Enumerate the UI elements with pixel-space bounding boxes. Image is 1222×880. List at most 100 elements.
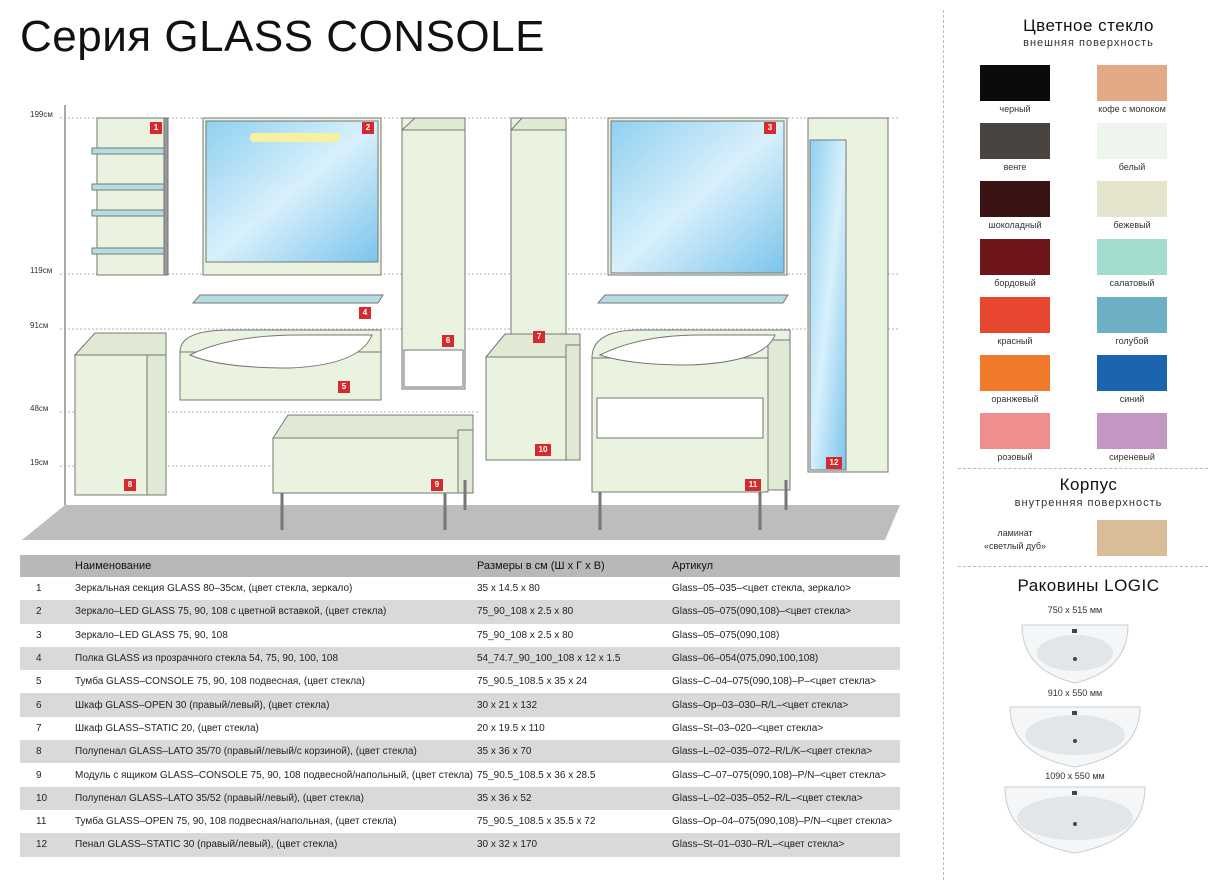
color-swatch-label: белый — [1118, 162, 1146, 172]
row-number: 8 — [20, 740, 75, 764]
divider — [943, 10, 944, 880]
divider — [958, 468, 1208, 469]
color-swatch[interactable] — [1097, 297, 1167, 333]
color-swatch[interactable] — [980, 413, 1050, 449]
height-label: 91см — [30, 321, 49, 330]
color-swatch[interactable] — [980, 297, 1050, 333]
row-number: 1 — [36, 583, 42, 595]
row-article: Glass–Op–03–030–R/L–<цвет стекла> — [672, 693, 900, 717]
floor — [22, 505, 900, 540]
row-name: Полупенал GLASS–LATO 35/70 (правый/левый… — [75, 740, 477, 764]
row-name: Полупенал GLASS–LATO 35/52 (правый/левый… — [75, 786, 477, 810]
color-swatch[interactable] — [1097, 355, 1167, 391]
item-badge: 3 — [764, 122, 776, 134]
row-size: 20 x 19.5 x 110 — [477, 722, 545, 734]
row-number: 5 — [36, 676, 42, 688]
row-article: Glass–L–02–035–072–R/L/K–<цвет стекла> — [672, 740, 900, 764]
divider — [958, 566, 1208, 567]
item-badge: 7 — [533, 331, 545, 343]
color-swatch[interactable] — [980, 239, 1050, 275]
row-size: 75_90_108 x 2.5 x 80 — [477, 629, 574, 641]
item-badge: 8 — [124, 479, 136, 491]
laminate-swatch[interactable] — [1097, 520, 1167, 556]
row-name: Модуль с ящиком GLASS–CONSOLE 75, 90, 10… — [75, 769, 473, 781]
glass-subtitle: внешняя поверхность — [1023, 37, 1154, 49]
color-swatch-label: шоколадный — [988, 220, 1042, 230]
color-swatch[interactable] — [980, 123, 1050, 159]
height-label: 119см — [30, 266, 53, 275]
color-swatch[interactable] — [1097, 181, 1167, 217]
color-swatch[interactable] — [1097, 413, 1167, 449]
row-name: Зеркало–LED GLASS 75, 90, 108 — [75, 629, 228, 641]
color-swatch[interactable] — [980, 65, 1050, 101]
color-swatch-label: кофе с молоком — [1098, 104, 1166, 114]
item-badge: 5 — [338, 381, 350, 393]
row-number: 12 — [20, 833, 75, 857]
row-name: Тумба GLASS–OPEN 75, 90, 108 подвесная/н… — [75, 816, 397, 828]
sinks-title: Раковины LOGIC — [1017, 576, 1160, 595]
sink-size: 750 x 515 мм — [1047, 605, 1103, 615]
color-swatch[interactable] — [980, 355, 1050, 391]
color-swatch[interactable] — [1097, 123, 1167, 159]
body-subtitle: внутренняя поверхность — [1014, 497, 1163, 509]
laminate-label: «светлый дуб» — [983, 541, 1047, 551]
row-number: 9 — [36, 769, 42, 781]
row-size: 75_90.5_108.5 x 35.5 x 72 — [477, 816, 596, 828]
row-article: Glass–05–075(090,108)–<цвет стекла> — [672, 600, 900, 624]
color-swatch-label: салатовый — [1109, 278, 1155, 288]
item-badge: 1 — [150, 122, 162, 134]
row-number: 10 — [20, 786, 75, 810]
row-number: 11 — [36, 816, 47, 828]
height-label: 48см — [30, 404, 49, 413]
color-swatch[interactable] — [1097, 65, 1167, 101]
row-article: Glass–St–03–020–<цвет стекла> — [672, 722, 824, 734]
row-size: 75_90.5_108.5 x 36 x 28.5 — [477, 769, 596, 781]
table-row: 9 Модуль с ящиком GLASS–CONSOLE 75, 90, 1… — [20, 763, 900, 786]
row-number: 3 — [36, 629, 42, 641]
row-article: Glass–St–01–030–R/L–<цвет стекла> — [672, 833, 900, 857]
color-swatch-label: бордовый — [994, 278, 1036, 288]
sink-images — [1004, 624, 1146, 854]
row-name: Зеркальная секция GLASS 80–35см, (цвет с… — [75, 583, 353, 595]
col-header: Наименование — [75, 555, 477, 577]
row-size: 30 x 21 x 132 — [477, 693, 672, 717]
item-badge: 4 — [359, 307, 371, 319]
row-number: 2 — [20, 600, 75, 624]
row-article: Glass–C–07–075(090,108)–P/N–<цвет стекла… — [672, 769, 886, 781]
item-badge: 12 — [826, 457, 842, 469]
row-size: 30 x 32 x 170 — [477, 833, 672, 857]
row-number: 6 — [20, 693, 75, 717]
row-number: 4 — [20, 646, 75, 671]
col-header: Размеры в см (Ш x Г x В) — [477, 555, 672, 577]
row-name: Зеркало–LED GLASS 75, 90, 108 с цветной … — [75, 600, 477, 624]
table-row: 3 Зеркало–LED GLASS 75, 90, 108 75_90_108 … — [20, 624, 900, 647]
row-number: 7 — [36, 722, 42, 734]
sink-size: 910 x 550 мм — [1047, 688, 1103, 698]
col-header: Артикул — [672, 555, 900, 577]
product-table: Наименование Размеры в см (Ш x Г x В) Ар… — [20, 555, 900, 857]
row-article: Glass–06–054(075,090,100,108) — [672, 646, 900, 671]
page-title: Серия GLASS CONSOLE — [20, 12, 545, 61]
color-swatch-label: синий — [1119, 394, 1145, 404]
color-swatch[interactable] — [1097, 239, 1167, 275]
color-swatch-label: сиреневый — [1109, 452, 1155, 462]
row-name: Полка GLASS из прозрачного стекла 54, 75… — [75, 646, 477, 671]
color-swatch[interactable] — [980, 181, 1050, 217]
glass-title: Цветное стекло — [1023, 16, 1154, 35]
color-swatch-label: розовый — [997, 452, 1033, 462]
table-row: 7 Шкаф GLASS–STATIC 20, (цвет стекла) 20 x… — [20, 717, 900, 740]
furniture-diagram — [22, 105, 900, 540]
col-header — [20, 555, 75, 577]
color-swatch-label: черный — [999, 104, 1031, 114]
row-name: Шкаф GLASS–STATIC 20, (цвет стекла) — [75, 722, 259, 734]
item-badge: 9 — [431, 479, 443, 491]
color-swatch-label: венге — [1003, 162, 1027, 172]
row-size: 75_90_108 x 2.5 x 80 — [477, 600, 672, 624]
row-article: Glass–Op–04–075(090,108)–P/N–<цвет стекл… — [672, 816, 893, 828]
row-size: 35 x 14.5 x 80 — [477, 583, 540, 595]
